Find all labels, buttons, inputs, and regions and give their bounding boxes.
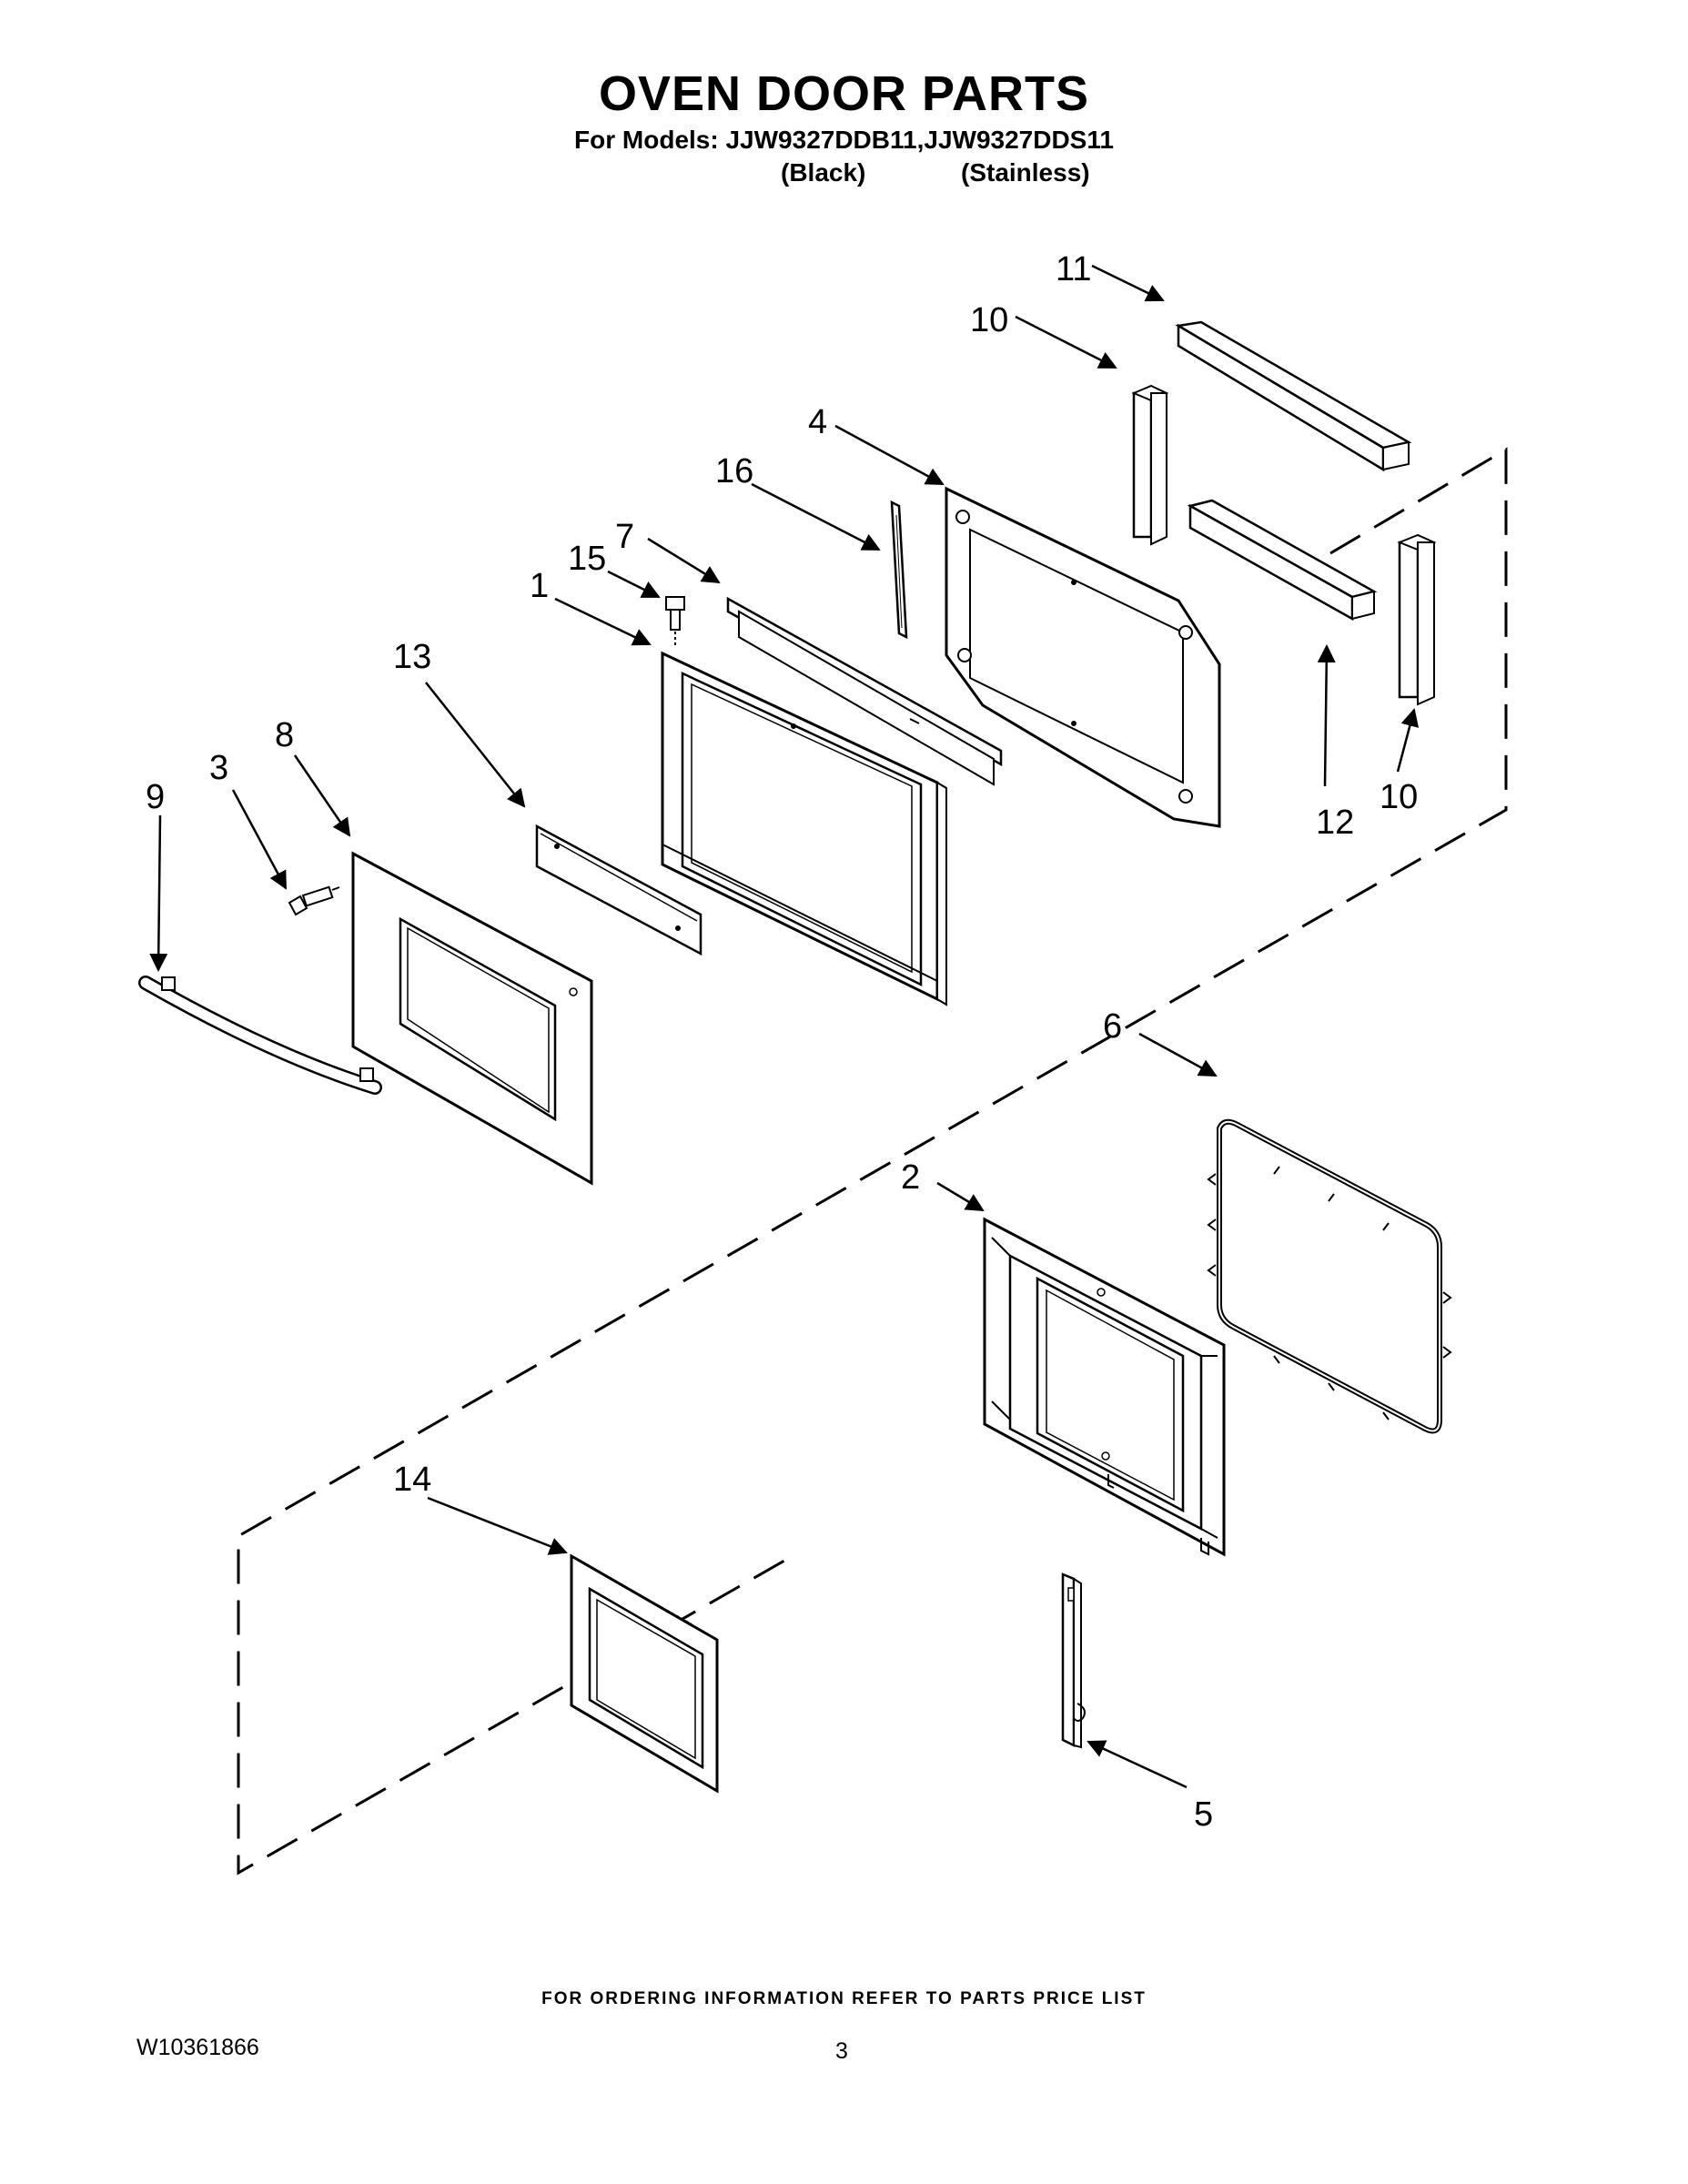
part-11-insulation-strip [1187, 499, 1378, 622]
variant-black-label: (Black) [781, 158, 866, 187]
part-3-screw [288, 885, 340, 916]
part-12-insulation-strip [1175, 320, 1412, 472]
document-number: W10361866 [136, 2035, 259, 2060]
part-6-door-gasket [1207, 1118, 1452, 1434]
callout-8: 8 [275, 716, 294, 754]
callout-7: 7 [615, 518, 634, 556]
variant-stainless-label: (Stainless) [961, 158, 1090, 187]
callout-9: 9 [146, 778, 165, 816]
callout-numbers: 11 10 4 16 7 15 1 13 8 3 9 12 10 6 2 14 … [146, 250, 1418, 1834]
part-10-insulation-block-right [1397, 533, 1437, 706]
callout-6: 6 [1103, 1007, 1122, 1046]
part-13-door-bracket [535, 824, 702, 956]
part-10-insulation-block-top [1131, 384, 1169, 546]
leader-arrows [149, 264, 1420, 1789]
models-line: For Models: JJW9327DDB11,JJW9327DDS11 [574, 126, 1114, 154]
part-7-top-channel [726, 596, 1003, 786]
part-5-door-hinge [1061, 1572, 1086, 1749]
callout-4: 4 [808, 403, 827, 441]
page-number: 3 [835, 2038, 848, 2064]
callout-3: 3 [209, 749, 228, 787]
ordering-info-note: FOR ORDERING INFORMATION REFER TO PARTS … [541, 1989, 1147, 2008]
part-2-inner-door-frame [983, 1217, 1226, 1557]
callout-11: 12 [1316, 804, 1354, 842]
part-4-door-liner-panel [945, 486, 1221, 828]
callout-14: 14 [393, 1461, 431, 1499]
callout-15: 15 [568, 540, 606, 578]
callout-16: 16 [715, 452, 753, 490]
callout-1: 1 [530, 567, 549, 605]
part-9-door-handle [138, 976, 382, 1095]
page-title: OVEN DOOR PARTS [598, 66, 1090, 121]
callout-10-right: 10 [1380, 778, 1418, 816]
part-15-screw [665, 596, 685, 646]
callout-10-top: 10 [970, 301, 1008, 339]
part-1-inner-glass-pack [661, 651, 947, 1006]
assembly-boundary-dashed [237, 447, 1508, 1876]
callout-5: 5 [1194, 1795, 1213, 1834]
part-14-inner-door-glass [570, 1553, 719, 1794]
part-8-outer-door-glass [351, 851, 593, 1186]
part-16-vertical-strip [890, 500, 908, 640]
callout-12: 11 [1056, 250, 1091, 288]
callout-2: 2 [901, 1158, 920, 1197]
callout-13: 13 [393, 638, 431, 676]
